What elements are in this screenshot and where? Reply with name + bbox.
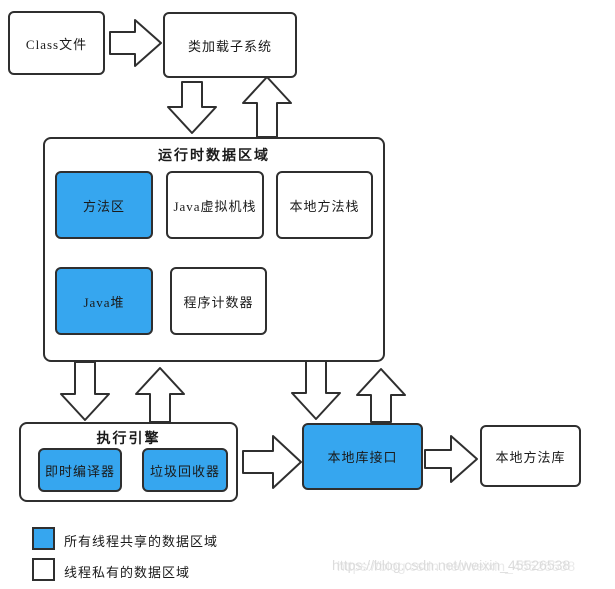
execution-engine-title: 执行引擎 — [96, 432, 161, 447]
legend-private-swatch — [32, 558, 55, 581]
arrow-loader-to-runtime-down — [167, 81, 217, 134]
arrow-runtime-to-loader-up — [242, 76, 292, 138]
watermark-text: https://blog.csdn.net/weixin_45526538 — [332, 557, 571, 573]
arrow-classfile-to-loader — [109, 19, 162, 67]
watermark-ghost-text: https://blog.csdn.net/weixin_45526538 — [337, 558, 576, 574]
arrow-runtime-to-interface-down — [291, 359, 341, 420]
arrow-runtime-to-engine-down — [60, 361, 110, 421]
node-native-method-library: 本地方法库 — [480, 425, 581, 487]
arrow-engine-to-runtime-up — [135, 367, 185, 423]
node-method-area: 方法区 — [55, 171, 153, 239]
runtime-data-area-title: 运行时数据区域 — [158, 149, 270, 164]
node-java-heap: Java堆 — [55, 267, 153, 335]
node-native-method-stack: 本地方法栈 — [276, 171, 373, 239]
legend-shared-swatch — [32, 527, 55, 550]
arrow-interface-to-runtime-up — [356, 368, 406, 423]
arrow-interface-to-library — [424, 435, 478, 483]
node-program-counter: 程序计数器 — [170, 267, 267, 335]
node-jvm-stack: Java虚拟机栈 — [166, 171, 264, 239]
node-native-library-interface: 本地库接口 — [302, 423, 423, 490]
arrow-engine-to-interface — [242, 435, 302, 489]
node-class-file: Class文件 — [8, 11, 105, 75]
node-garbage-collector: 垃圾回收器 — [142, 448, 228, 492]
node-jit-compiler: 即时编译器 — [38, 448, 122, 492]
node-class-loader-subsystem: 类加载子系统 — [163, 12, 297, 78]
csdn-watermark: https://blog.csdn.net/weixin_45526538 ht… — [332, 557, 575, 574]
legend-shared-label: 所有线程共享的数据区域 — [64, 534, 219, 549]
legend-private-label: 线程私有的数据区域 — [64, 565, 191, 580]
